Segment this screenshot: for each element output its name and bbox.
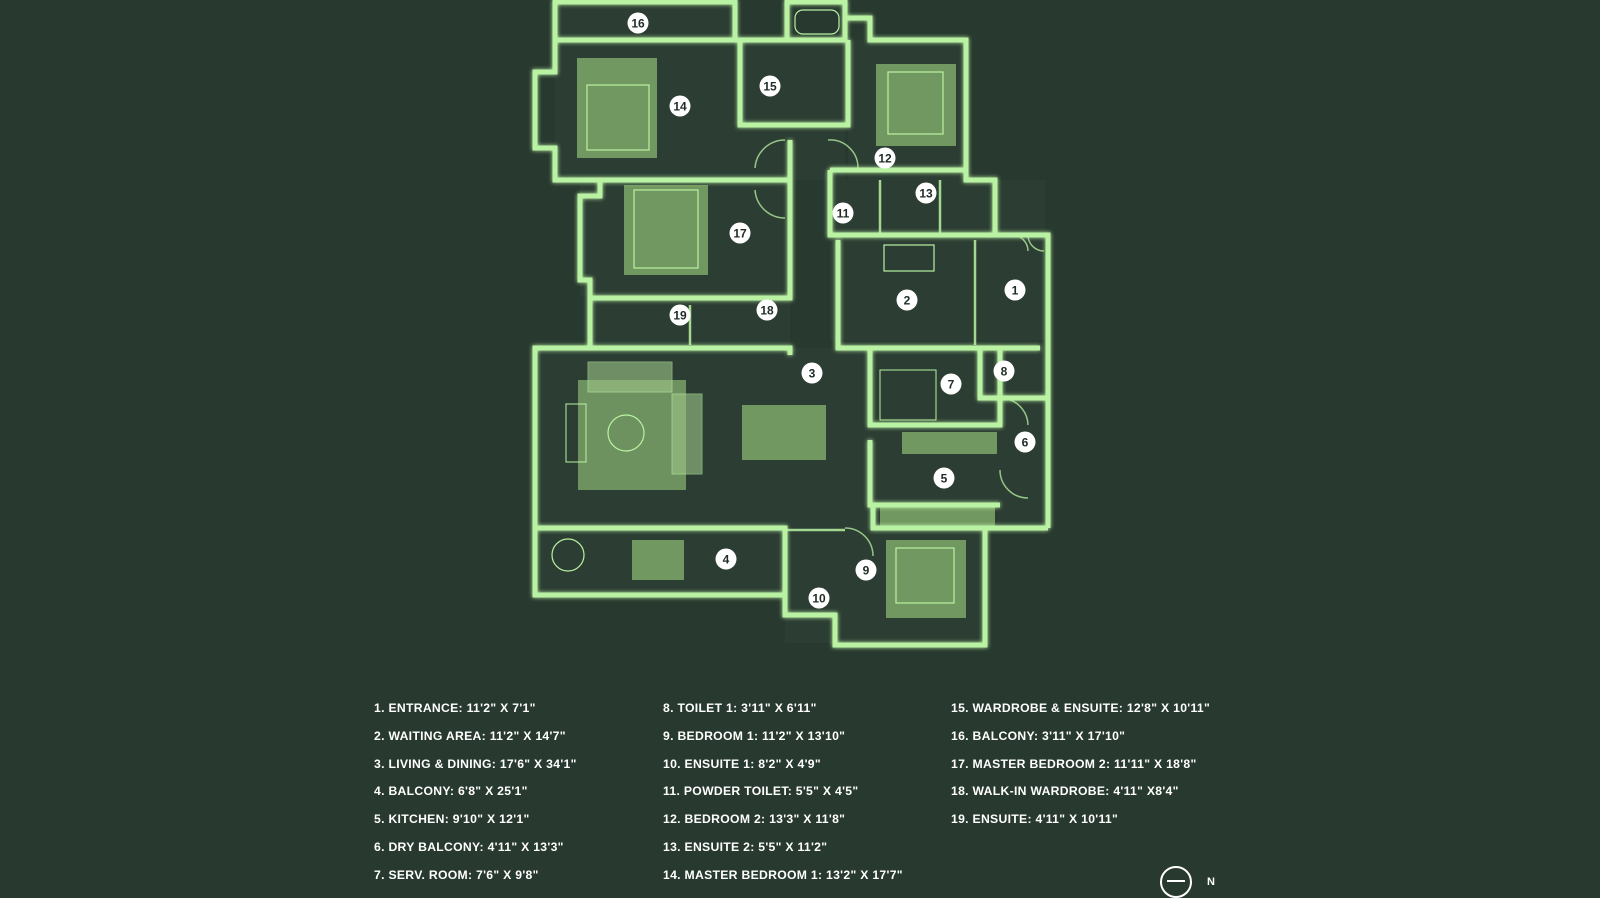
room-badge-13: 13 [915, 182, 937, 204]
coffee-table [607, 414, 645, 452]
legend-item: 15. WARDROBE & ENSUITE: 12'8" X 10'11" [951, 701, 1211, 715]
room-badge-12: 12 [874, 147, 896, 169]
room-badge-17: 17 [729, 222, 751, 244]
doors [754, 139, 1045, 557]
room-badge-16: 16 [627, 12, 649, 34]
svg-text:6: 6 [1022, 436, 1029, 450]
svg-text:15: 15 [763, 80, 777, 94]
legend-item: 13. ENSUITE 2: 5'5" X 11'2" [663, 839, 828, 854]
legend-item: 7. SERV. ROOM: 7'6" X 9'8" [374, 867, 539, 882]
legend-item: 1. ENTRANCE: 11'2" X 7'1" [374, 701, 536, 715]
svg-text:19: 19 [673, 309, 687, 323]
service-bed [879, 369, 937, 421]
room-badge-15: 15 [759, 75, 781, 97]
bed-master-2-mattress [633, 189, 699, 269]
svg-text:9: 9 [863, 564, 870, 578]
room-badge-5: 5 [933, 467, 955, 489]
room-badge-14: 14 [669, 95, 691, 117]
svg-text:11: 11 [837, 207, 850, 221]
svg-text:5: 5 [941, 472, 948, 486]
room-badge-19: 19 [669, 304, 691, 326]
legend-column-1: 1. ENTRANCE: 11'2" X 7'1" 2. WAITING ARE… [374, 700, 577, 895]
legend-item: 14. MASTER BEDROOM 1: 13'2" X 17'7" [663, 867, 903, 882]
legend-item: 12. BEDROOM 2: 13'3" X 11'8" [663, 812, 846, 827]
kitchen-counter [902, 432, 997, 454]
legend-item: 9. BEDROOM 1: 11'2" X 13'10" [663, 728, 846, 743]
svg-text:1: 1 [1012, 284, 1019, 298]
legend-item: 6. DRY BALCONY: 4'11" X 13'3" [374, 839, 564, 854]
bed-master-2 [624, 185, 708, 275]
legend-item: 8. TOILET 1: 3'11" X 6'11" [663, 701, 817, 715]
compass-icon [1160, 866, 1192, 898]
legend-item: 3. LIVING & DINING: 17'6" X 34'1" [374, 756, 577, 771]
room-badges: 1 2 3 4 5 6 7 8 9 10 11 12 13 14 15 16 1… [627, 12, 1036, 609]
floor-plan: 1 2 3 4 5 6 7 8 9 10 11 12 13 14 15 16 1… [532, 0, 1051, 648]
living-rug [578, 380, 686, 490]
bed-bedroom-1 [886, 540, 966, 618]
svg-text:4: 4 [723, 553, 730, 567]
sofa-right [671, 393, 703, 475]
svg-text:3: 3 [809, 367, 816, 381]
room-badge-18: 18 [756, 299, 778, 321]
svg-text:2: 2 [904, 294, 911, 308]
room-badge-11: 11 [832, 202, 854, 224]
bed-master-1-mattress [586, 84, 650, 151]
legend-column-3: 15. WARDROBE & ENSUITE: 12'8" X 10'11" 1… [951, 700, 1210, 839]
svg-text:18: 18 [760, 304, 774, 318]
armchairs-left [565, 403, 587, 463]
legend-item: 4. BALCONY: 6'8" X 25'1" [374, 784, 528, 799]
svg-text:13: 13 [919, 187, 933, 201]
svg-text:8: 8 [1001, 365, 1008, 379]
sofa-top [587, 361, 673, 393]
room-badge-1: 1 [1004, 279, 1026, 301]
svg-text:12: 12 [878, 152, 892, 166]
room-badge-6: 6 [1014, 431, 1036, 453]
svg-text:16: 16 [631, 17, 645, 31]
legend-item: 10. ENSUITE 1: 8'2" X 4'9" [663, 756, 821, 771]
room-badge-9: 9 [855, 559, 877, 581]
svg-text:17: 17 [733, 227, 747, 241]
room-badge-3: 3 [801, 362, 823, 384]
furniture [551, 9, 997, 618]
balcony-table [632, 540, 684, 580]
legend-item: 11. POWDER TOILET: 5'5" X 4'5" [663, 784, 859, 799]
compass-needle [1167, 880, 1185, 882]
bed-bedroom-1-mattress [895, 547, 955, 604]
walls [532, 0, 1051, 648]
legend-item: 16. BALCONY: 3'11" X 17'10" [951, 728, 1126, 743]
inner-walls [590, 180, 977, 532]
svg-text:14: 14 [673, 100, 687, 114]
compass-north-label: N [1207, 876, 1215, 888]
room-legend: 1. ENTRANCE: 11'2" X 7'1" 2. WAITING ARE… [0, 700, 1600, 889]
bed-master-1 [577, 58, 657, 158]
legend-item: 19. ENSUITE: 4'11" X 10'11" [951, 812, 1119, 827]
legend-column-2: 8. TOILET 1: 3'11" X 6'11" 9. BEDROOM 1:… [663, 700, 903, 895]
bathtub [794, 9, 840, 35]
svg-text:7: 7 [948, 378, 955, 392]
room-badge-8: 8 [993, 360, 1015, 382]
legend-item: 18. WALK-IN WARDROBE: 4'11" X8'4" [951, 784, 1179, 799]
dining-table [742, 405, 826, 460]
room-badge-10: 10 [808, 587, 830, 609]
svg-text:10: 10 [812, 592, 826, 606]
room-badge-2: 2 [896, 289, 918, 311]
legend-item: 5. KITCHEN: 9'10" X 12'1" [374, 812, 530, 827]
legend-item: 2. WAITING AREA: 11'2" X 14'7" [374, 728, 566, 743]
room-badge-7: 7 [940, 373, 962, 395]
bed-bedroom-2-mattress [887, 71, 944, 135]
balcony-lounger [551, 538, 585, 572]
kitchen-hob [880, 506, 995, 526]
waiting-sofa [883, 244, 935, 272]
room-badge-4: 4 [715, 548, 737, 570]
legend-item: 17. MASTER BEDROOM 2: 11'11" X 18'8" [951, 756, 1197, 771]
